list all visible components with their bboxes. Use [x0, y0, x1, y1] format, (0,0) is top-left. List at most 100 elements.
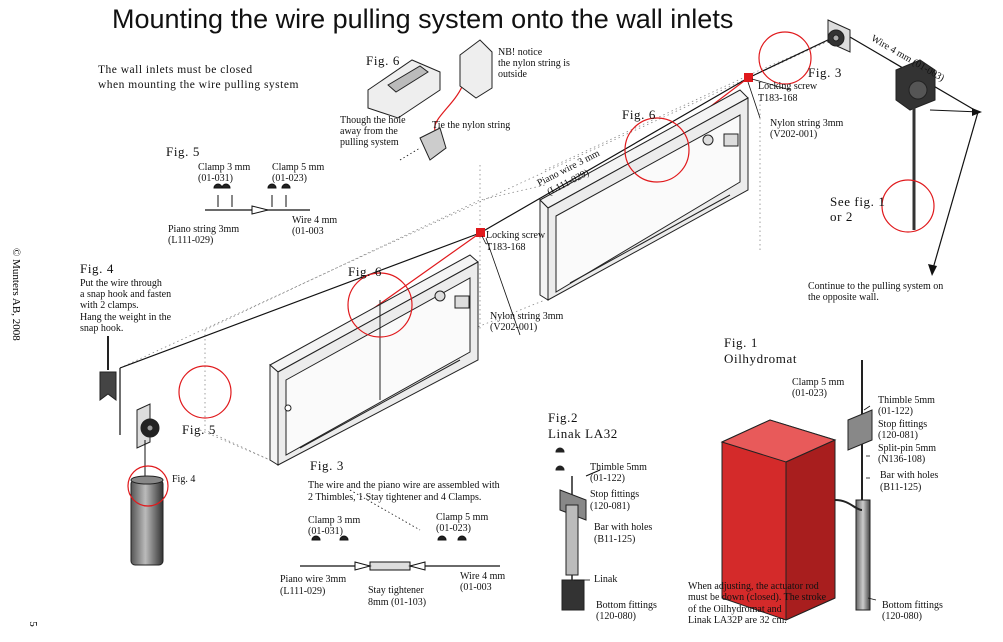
- fig4-text-1: Put the wire through: [80, 278, 162, 289]
- fig1-label: Fig. 1: [724, 335, 758, 350]
- fig2-thimble-name: Thimble 5mm: [590, 462, 647, 473]
- fig4-text-2: a snap hook and fasten: [80, 289, 172, 300]
- fig1-thimble-code: (01-122): [878, 406, 913, 417]
- locking-screw-mid-name: Locking screw: [486, 230, 546, 241]
- fig1-bar-code: (B11-125): [880, 482, 922, 493]
- fig3-clamp3-name: Clamp 3 mm: [308, 515, 361, 526]
- fig2-stop-code: (120-081): [590, 501, 630, 512]
- leader-lines: [349, 78, 877, 601]
- fig1-split-code: (N136-108): [878, 454, 926, 465]
- fig3-clamp3-code: (01-031): [308, 526, 343, 537]
- fig6-hole-note-2: away from the: [340, 126, 398, 137]
- fig6-nb-note-1: NB! notice: [498, 47, 543, 58]
- fig1-oilhydromat-assembly: [720, 360, 873, 621]
- fig1-stop-code: (120-081): [878, 430, 918, 441]
- fig4-label: Fig. 4: [80, 261, 114, 276]
- fig1-note-4: Linak LA32P are 32 cm.: [688, 615, 787, 626]
- fig6-mid-label: Fig. 6: [348, 264, 382, 279]
- fig5-top-label: Fig. 5: [166, 144, 200, 159]
- copyright-note: © Munters AB, 2008: [10, 248, 22, 341]
- fig4-small-label: Fig. 4: [172, 474, 196, 485]
- intro-line-1: The wall inlets must be closed: [98, 64, 253, 76]
- continue-note-2: the opposite wall.: [808, 292, 879, 303]
- continue-note-1: Continue to the pulling system on: [808, 281, 944, 292]
- fig1-clamp5-name: Clamp 5 mm: [792, 377, 845, 388]
- fig2-stop-name: Stop fittings: [590, 489, 640, 500]
- fig2-linak-assembly: [555, 447, 601, 611]
- nylon-right-name: Nylon string 3mm: [770, 118, 844, 129]
- fig3-clamp5-code: (01-023): [436, 523, 471, 534]
- fig2-bar-code: (B11-125): [594, 534, 636, 545]
- fig5-piano-name: Piano string 3mm: [168, 224, 240, 235]
- fig3-piano-code: (L111-029): [280, 586, 326, 597]
- fig5-mid-label: Fig. 5: [182, 422, 216, 437]
- fig5-wire4-name: Wire 4 mm: [292, 215, 338, 226]
- fig1-split-name: Split-pin 5mm: [878, 443, 937, 454]
- wall-inlet-right: [539, 89, 749, 301]
- fig5-clamp5-name: Clamp 5 mm: [272, 162, 325, 173]
- fig1-bar-name: Bar with holes: [880, 470, 939, 481]
- fig5-clamp5-code: (01-023): [272, 173, 307, 184]
- fig2-bottom-name: Bottom fittings: [596, 600, 657, 611]
- fig6-hole-note-3: pulling system: [340, 137, 399, 148]
- fig5-piano-code: (L111-029): [168, 235, 214, 246]
- page-number: 5: [26, 621, 39, 627]
- fig1-sublabel: Oilhydromat: [724, 351, 798, 366]
- fig4-text-3: with 2 clamps.: [80, 300, 139, 311]
- pulley-bracket-top: [827, 19, 851, 53]
- locking-screw-mid: [476, 228, 485, 237]
- locking-screw-right: [744, 73, 753, 82]
- snap-hook: [99, 336, 117, 401]
- fig6-hole-note-1: Though the hole: [340, 115, 406, 126]
- fig1-bottom-name: Bottom fittings: [882, 600, 943, 611]
- fig3-wire4-code: (01-003: [460, 582, 492, 593]
- fig2-bar-name: Bar with holes: [594, 522, 653, 533]
- arrow-to-opposite-wall: [928, 264, 937, 276]
- fig1-note-2: must be down (closed). The stroke: [688, 592, 827, 603]
- fig4-text-4: Hang the weight in the: [80, 312, 172, 323]
- fig6-nb-note-2: the nylon string is: [498, 58, 570, 69]
- fig2-linak-label: Linak: [594, 574, 618, 585]
- fig2-thimble-code: (01-122): [590, 473, 625, 484]
- fig6-nb-note-3: outside: [498, 69, 527, 80]
- fig1-clamp5-code: (01-023): [792, 388, 827, 399]
- wire-end-arrowhead: [972, 108, 982, 116]
- fig4-text-5: snap hook.: [80, 323, 124, 334]
- fig3-stay-name: Stay tightener: [368, 585, 424, 596]
- fig2-bottom-code: (120-080): [596, 611, 636, 622]
- see-fig-line-2: or 2: [830, 209, 853, 224]
- see-fig-line-1: See fig. 1: [830, 194, 886, 209]
- fig1-bottom-code: (120-080): [882, 611, 922, 622]
- nylon-mid-code: (V202-001): [490, 322, 538, 333]
- locking-screw-mid-code: T183-168: [486, 242, 526, 253]
- fig6-top-parts: [367, 39, 493, 161]
- fig5-clamp3-name: Clamp 3 mm: [198, 162, 251, 173]
- page-title: Mounting the wire pulling system onto th…: [112, 4, 734, 34]
- fig1-note-1: When adjusting, the actuator rod: [688, 581, 819, 592]
- locking-screw-right-name: Locking screw: [758, 81, 818, 92]
- highlight-circles: [127, 31, 935, 507]
- fig1-stop-name: Stop fittings: [878, 419, 928, 430]
- intro-line-2: when mounting the wire pulling system: [98, 79, 299, 91]
- fig1-thimble-name: Thimble 5mm: [878, 395, 935, 406]
- actuator-bracket: [895, 59, 936, 230]
- fig3-wire4-name: Wire 4 mm: [460, 571, 506, 582]
- wire-end-arrow: [929, 109, 981, 113]
- weight-assembly: [130, 403, 164, 566]
- fig3-piano-name: Piano wire 3mm: [280, 574, 347, 585]
- nylon-mid-name: Nylon string 3mm: [490, 311, 564, 322]
- fig3-bottom-label: Fig. 3: [310, 458, 344, 473]
- nylon-right-code: (V202-001): [770, 129, 818, 140]
- fig2-label: Fig.2: [548, 410, 579, 425]
- fig3-wire-assembly: [300, 535, 500, 571]
- fig1-note-3: of the Oilhydromat and: [688, 604, 782, 615]
- fig3-desc-2: 2 Thimbles, 1 Stay tightener and 4 Clamp…: [308, 492, 482, 503]
- fig3-stay-code: 8mm (01-103): [368, 597, 427, 608]
- fig3-desc-1: The wire and the piano wire are assemble…: [308, 480, 500, 491]
- locking-screw-right-code: T183-168: [758, 93, 798, 104]
- fig3-clamp5-name: Clamp 5 mm: [436, 512, 489, 523]
- fig5-wire4-code: (01-003: [292, 226, 324, 237]
- fig5-clamp-diagram: [205, 183, 310, 215]
- fig6-right-label: Fig. 6: [622, 107, 656, 122]
